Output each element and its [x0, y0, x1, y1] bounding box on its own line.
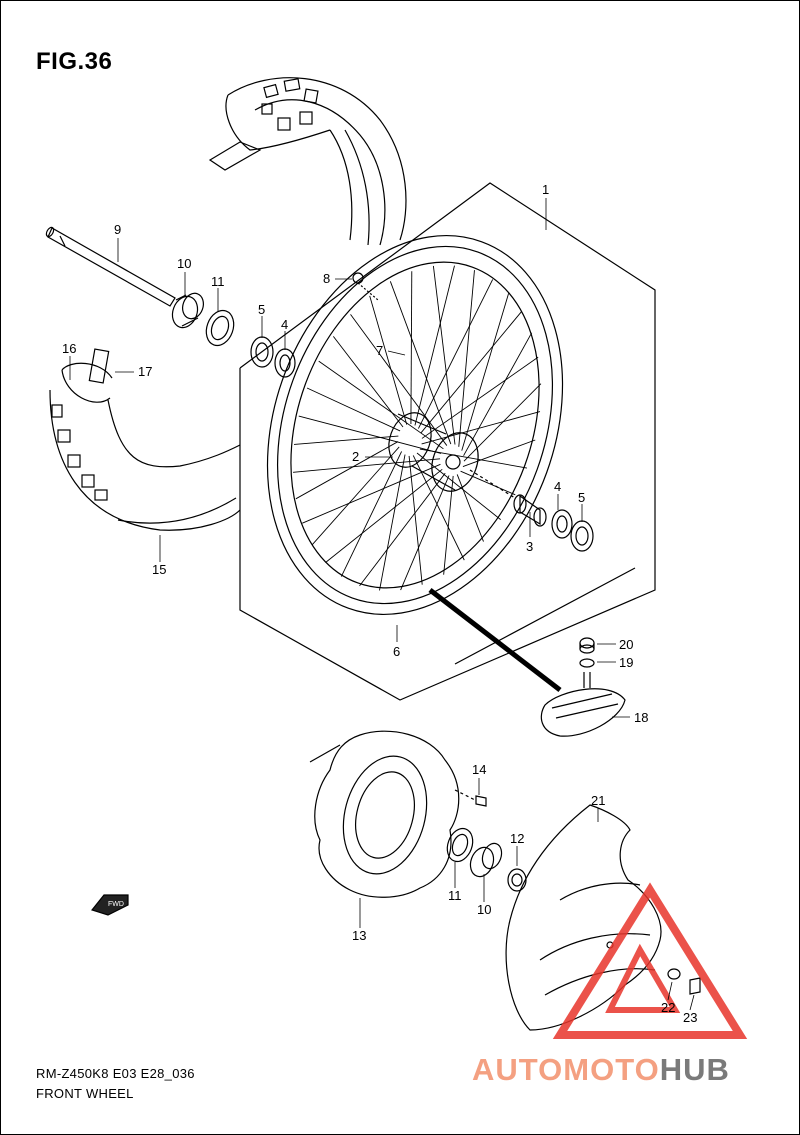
- spoke: [302, 463, 441, 524]
- bolt-23: [689, 977, 701, 995]
- spoke: [421, 356, 539, 439]
- callout-8: 8: [323, 271, 330, 286]
- spoke-nipple-8: [352, 272, 379, 301]
- callout-5-right: 5: [578, 490, 585, 505]
- spoke: [325, 468, 443, 564]
- spoke: [416, 452, 501, 520]
- spoke: [417, 279, 494, 429]
- lower-outline: [454, 567, 636, 665]
- watermark-logo-icon: [552, 882, 748, 1039]
- oil-seal-5-right: [570, 520, 594, 552]
- spoke: [410, 271, 413, 425]
- spoke: [462, 439, 536, 468]
- spoke: [456, 474, 484, 542]
- callout-10-bottom: 10: [477, 902, 491, 917]
- callout-18: 18: [634, 710, 648, 725]
- washer-11-top: [205, 309, 235, 347]
- spoke: [369, 295, 408, 425]
- spoke: [295, 441, 399, 500]
- tire-top: [208, 77, 407, 246]
- callout-13: 13: [352, 928, 366, 943]
- spoke: [460, 470, 516, 496]
- spoke: [350, 314, 448, 446]
- callout-23: 23: [683, 1010, 697, 1025]
- spoke: [458, 270, 475, 447]
- spoke: [311, 446, 400, 546]
- spoke: [412, 455, 465, 561]
- spoke: [389, 281, 452, 445]
- wheel-hub: [388, 412, 479, 492]
- spoke: [293, 458, 441, 473]
- figure-name: FRONT WHEEL: [36, 1086, 134, 1101]
- spoke: [432, 265, 456, 445]
- washer-11-bottom: [446, 827, 474, 863]
- spoke: [408, 455, 423, 585]
- callout-12: 12: [510, 831, 524, 846]
- disc-bolt-14: [454, 789, 487, 807]
- spoke: [463, 332, 533, 456]
- fwd-arrow-icon: FWD: [90, 894, 129, 916]
- assembly-outline: [239, 182, 656, 701]
- spoke: [414, 265, 455, 426]
- watermark-text: AUTOMOTOHUB: [472, 1052, 730, 1088]
- callout-17: 17: [138, 364, 152, 379]
- leader-lines: [69, 198, 695, 1011]
- callout-21: 21: [591, 793, 605, 808]
- model-code: RM-Z450K8 E03 E28_036: [36, 1066, 195, 1081]
- callout-11-bottom: 11: [448, 888, 462, 903]
- callout-3: 3: [526, 539, 533, 554]
- callout-5-left: 5: [258, 302, 265, 317]
- watermark-part2: HUB: [659, 1052, 730, 1087]
- axle-nut-12: [507, 868, 527, 892]
- fwd-badge-text: FWD: [108, 901, 124, 908]
- callout-19: 19: [619, 655, 633, 670]
- callout-20: 20: [619, 637, 633, 652]
- brake-disc-13: [309, 730, 460, 898]
- callout-6: 6: [393, 644, 400, 659]
- figure-title: FIG.36: [36, 48, 113, 75]
- spoke: [379, 454, 406, 591]
- spoke: [306, 387, 401, 432]
- spoke: [400, 475, 450, 591]
- spacer-3: [469, 469, 547, 527]
- callout-7: 7: [376, 343, 383, 358]
- spoke: [340, 451, 403, 577]
- spoke: [420, 311, 523, 434]
- valve-nut-20: [579, 637, 595, 654]
- callout-15: 15: [152, 562, 166, 577]
- inner-tube-18: [428, 588, 626, 737]
- callout-14: 14: [472, 762, 486, 777]
- callout-labels: 1 2 3 4 4 5 5 6 7 8 9 10 10 11 11 12 13 …: [62, 182, 697, 1025]
- spoke: [332, 336, 404, 428]
- callout-11-top: 11: [211, 274, 225, 289]
- callout-2: 2: [352, 449, 359, 464]
- callout-10-top: 10: [177, 256, 191, 271]
- spoke: [318, 360, 444, 450]
- spoke: [359, 472, 446, 587]
- spacer-10-top: [171, 292, 204, 329]
- callout-1: 1: [542, 182, 549, 197]
- front-axle: [45, 226, 176, 307]
- spoke: [298, 415, 442, 454]
- callout-22: 22: [661, 1000, 675, 1015]
- bearing-4-right: [551, 509, 573, 539]
- spokes: [293, 265, 542, 591]
- watermark-part1: AUTOMOTO: [472, 1052, 660, 1087]
- callout-4-left: 4: [281, 317, 288, 332]
- wheel-rim: [266, 235, 564, 615]
- spoke: [461, 293, 510, 451]
- tire-left: [49, 348, 241, 531]
- callout-16: 16: [62, 341, 76, 356]
- valve-washer-19: [579, 658, 595, 668]
- callout-4-right: 4: [554, 479, 561, 494]
- spoke: [443, 475, 454, 575]
- spoke: [421, 411, 541, 445]
- spoke: [293, 435, 399, 445]
- callout-9: 9: [114, 222, 121, 237]
- washer-22: [667, 968, 681, 980]
- spacer-10-bottom: [469, 842, 503, 878]
